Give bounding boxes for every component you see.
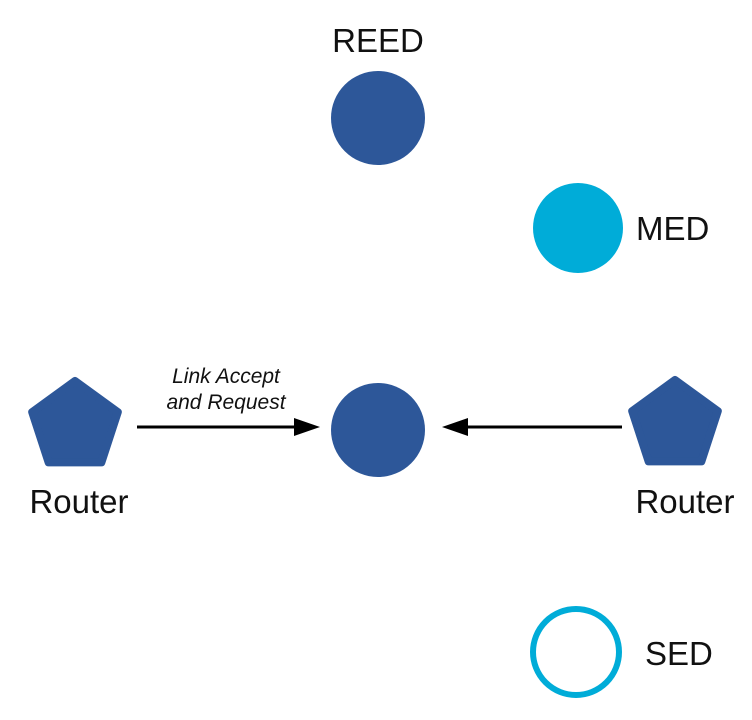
sed-node: SED bbox=[530, 606, 713, 698]
right-edge bbox=[442, 418, 622, 436]
left-edge: Link Accept and Request bbox=[137, 365, 320, 436]
reed-circle bbox=[331, 71, 425, 165]
med-node: MED bbox=[533, 183, 709, 273]
center-node-circle bbox=[331, 383, 425, 477]
right-router-node: Router bbox=[628, 376, 735, 520]
sed-circle bbox=[530, 606, 622, 698]
med-circle bbox=[533, 183, 623, 273]
left-router-pentagon bbox=[28, 377, 122, 467]
left-router-node: Router bbox=[28, 377, 129, 520]
left-router-label: Router bbox=[29, 483, 128, 520]
left-arrowhead-icon bbox=[294, 418, 320, 436]
right-arrowhead-icon bbox=[442, 418, 468, 436]
right-router-label: Router bbox=[635, 483, 734, 520]
edge-label-line2: and Request bbox=[166, 391, 286, 414]
edge-label-line1: Link Accept bbox=[172, 365, 281, 388]
sed-label: SED bbox=[645, 635, 713, 672]
med-label: MED bbox=[636, 210, 709, 247]
reed-node: REED bbox=[331, 22, 425, 165]
reed-label: REED bbox=[332, 22, 424, 59]
right-router-pentagon bbox=[628, 376, 722, 466]
